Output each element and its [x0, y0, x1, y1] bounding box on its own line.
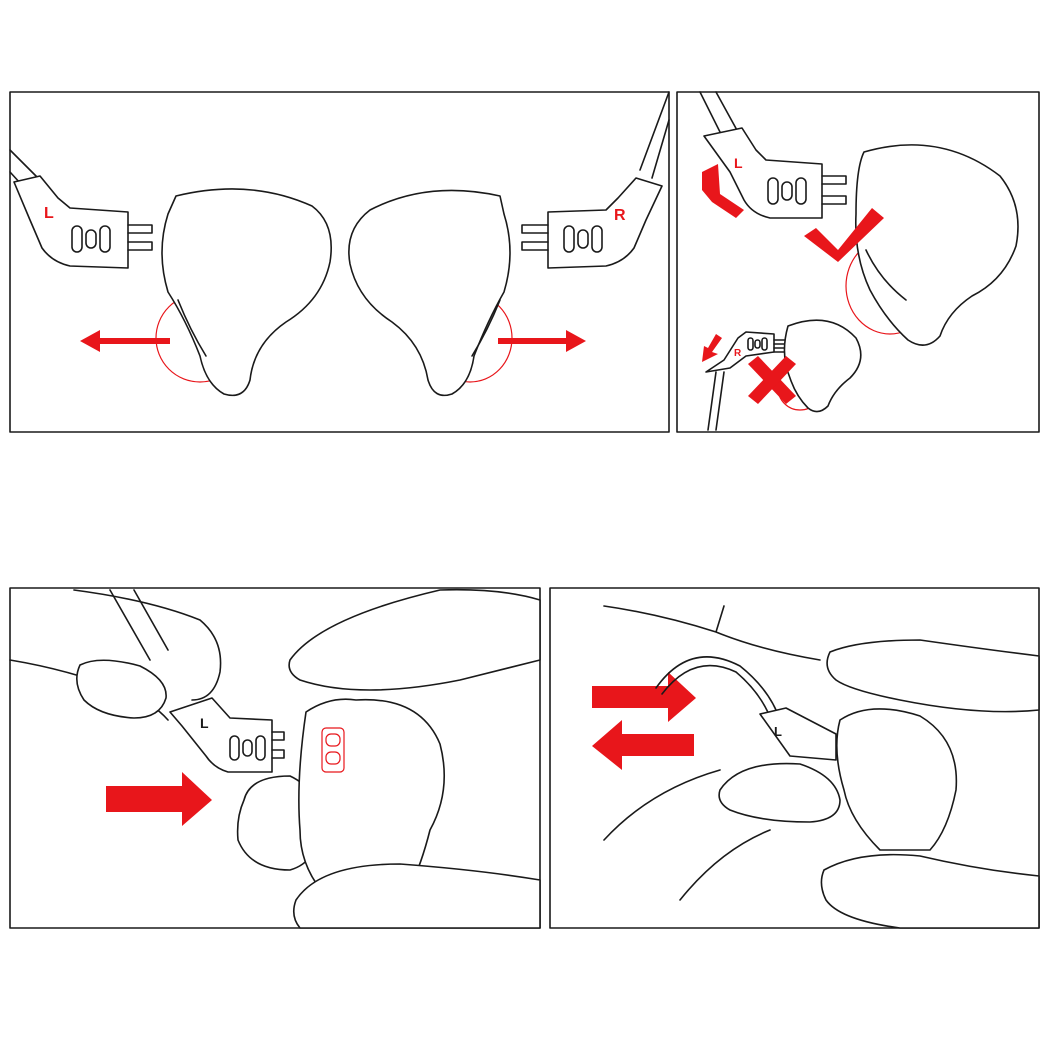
arrow-insert — [106, 772, 212, 826]
connector: L — [759, 707, 837, 761]
arrow-down — [702, 334, 722, 362]
connector-label: L — [200, 715, 209, 731]
connector-big-label: L — [734, 155, 743, 171]
panel-bottom-right: L — [549, 587, 1040, 929]
panel-bottom-left: L — [9, 587, 541, 929]
panel-top-left: L R — [9, 91, 670, 433]
panel-top-right: L R — [676, 91, 1040, 433]
earpiece-left — [155, 188, 332, 397]
check-icon — [804, 208, 884, 262]
earpiece — [236, 698, 445, 901]
connector-label: L — [774, 724, 782, 739]
cable-loop — [655, 656, 781, 721]
cable-big — [699, 91, 739, 137]
connector-big: L — [703, 127, 847, 219]
hand-left — [9, 589, 222, 721]
earpiece-big — [845, 144, 1019, 346]
hand-upper — [603, 605, 821, 661]
arrow-left — [80, 330, 170, 352]
cable-small — [707, 371, 725, 431]
cable-right — [639, 91, 670, 179]
hand-right — [288, 588, 541, 929]
connector-left-label: L — [44, 205, 54, 222]
connector-right: R — [521, 177, 663, 269]
arrow-up — [702, 164, 744, 218]
connector: L — [169, 697, 285, 773]
arrow-out — [592, 720, 694, 770]
earpiece — [836, 708, 958, 851]
arrow-right — [498, 330, 586, 352]
wrong-icon — [748, 356, 796, 404]
hand-lower — [718, 762, 841, 823]
connector-left: L — [13, 175, 153, 269]
connector-right-label: R — [614, 207, 626, 224]
connector-small-label: R — [734, 348, 742, 359]
